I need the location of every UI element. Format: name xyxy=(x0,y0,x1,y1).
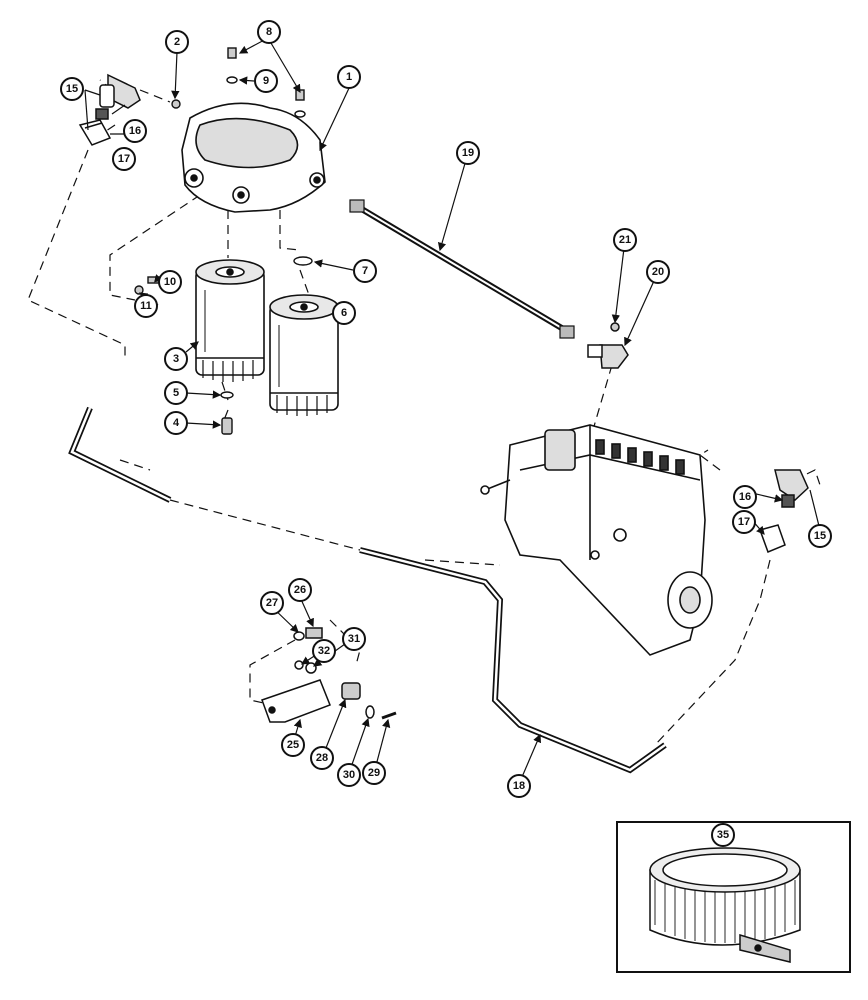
filter-element-left-drawing xyxy=(195,259,265,382)
callout-return-tube[interactable]: 18 xyxy=(507,774,531,798)
callout-o-ring-small[interactable]: 5 xyxy=(164,381,188,405)
callout-nut-small[interactable]: 32 xyxy=(312,639,336,663)
callout-sleeve-left[interactable]: 16 xyxy=(123,119,147,143)
callout-elbow-fitting-left[interactable]: 15 xyxy=(60,77,84,101)
callout-lock-washer[interactable]: 11 xyxy=(134,294,158,318)
return-tube-drawing xyxy=(68,406,667,774)
filter-head-drawing xyxy=(181,102,326,213)
callout-mount-bolt[interactable]: 10 xyxy=(158,270,182,294)
bracket-drawing xyxy=(261,627,397,723)
callout-sleeve-right[interactable]: 16 xyxy=(733,485,757,509)
callout-elbow-pump[interactable]: 20 xyxy=(646,260,670,284)
callout-supply-hose[interactable]: 19 xyxy=(456,141,480,165)
callout-nut-right[interactable]: 17 xyxy=(732,510,756,534)
callout-filter-wrench[interactable]: 35 xyxy=(711,823,735,847)
supply-hose-drawing xyxy=(349,199,575,339)
callout-bracket-washer[interactable]: 27 xyxy=(260,591,284,615)
elbow-fitting-right-drawing xyxy=(759,469,809,553)
callout-bleed-screw[interactable]: 8 xyxy=(257,20,281,44)
callout-spacer[interactable]: 31 xyxy=(342,627,366,651)
callout-clip-washer[interactable]: 30 xyxy=(337,763,361,787)
callout-plug-fitting[interactable]: 2 xyxy=(165,30,189,54)
filter-wrench-drawing xyxy=(649,847,801,963)
callout-elbow-fitting-right[interactable]: 15 xyxy=(808,524,832,548)
callout-nut-left[interactable]: 17 xyxy=(112,147,136,171)
callout-small-plug[interactable]: 21 xyxy=(613,228,637,252)
filter-element-right-drawing xyxy=(269,294,339,416)
inset-box xyxy=(616,821,851,973)
callout-drain-plug[interactable]: 4 xyxy=(164,411,188,435)
callout-filter-element-right[interactable]: 6 xyxy=(332,301,356,325)
dashed-guide-lines xyxy=(27,79,821,746)
callout-tube-clip[interactable]: 28 xyxy=(310,746,334,770)
callout-bracket[interactable]: 25 xyxy=(281,733,305,757)
callout-clip-screw[interactable]: 29 xyxy=(362,761,386,785)
callout-filter-head[interactable]: 1 xyxy=(337,65,361,89)
callout-washer-head[interactable]: 9 xyxy=(254,69,278,93)
callout-filter-element-left[interactable]: 3 xyxy=(164,347,188,371)
callout-sealing-ring[interactable]: 7 xyxy=(353,259,377,283)
injection-pump-drawing xyxy=(480,424,713,656)
callout-bracket-bolt[interactable]: 26 xyxy=(288,578,312,602)
elbow-pump-drawing xyxy=(587,322,629,369)
